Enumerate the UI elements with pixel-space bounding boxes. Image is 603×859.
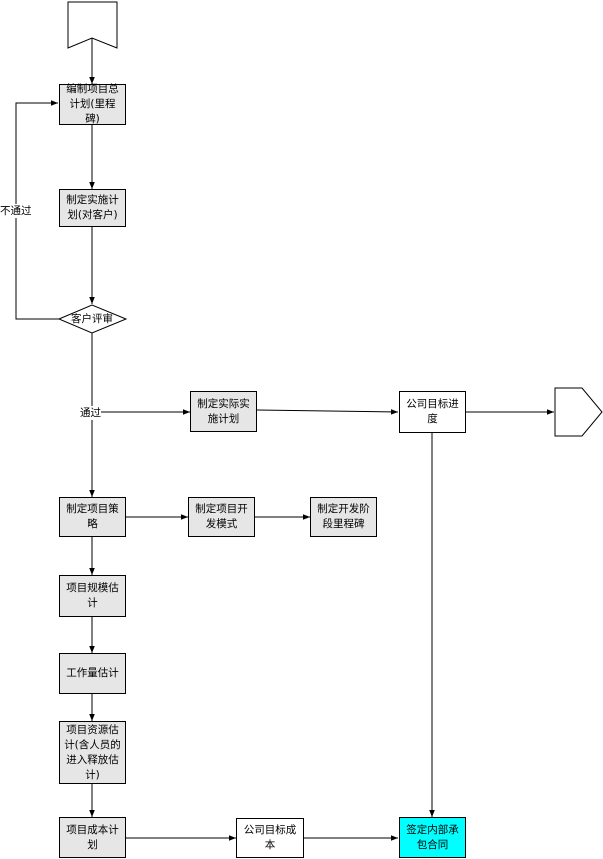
end-connector	[554, 387, 603, 437]
node-scale-estimate: 项目规模估 计	[59, 575, 126, 617]
node-company-schedule: 公司目标进 度	[399, 391, 466, 433]
edge-label-fail: 不通过	[0, 204, 32, 218]
start-connector	[67, 1, 118, 49]
node-dev-mode: 制定项目开 发模式	[188, 497, 255, 537]
node-internal-contract: 签定内部承 包合同	[399, 817, 466, 858]
node-client-review-label: 客户评审	[71, 313, 113, 325]
node-cost-plan: 项目成本计 划	[59, 817, 126, 858]
node-impl-plan-client: 制定实施计 划(对客户)	[59, 189, 126, 227]
node-company-cost: 公司目标成 本	[236, 818, 304, 858]
node-resource-estimate: 项目资源估 计(含人员的 进入释放估 计)	[59, 721, 126, 784]
node-project-strategy: 制定项目策 略	[59, 497, 126, 537]
node-workload-estimate: 工作量估计	[59, 653, 126, 694]
node-dev-milestones: 制定开发阶 段里程碑	[310, 497, 377, 537]
edge-actualplan-to-schedule	[256, 409, 399, 415]
edge-label-pass: 通过	[80, 406, 101, 420]
connector-lines	[15, 38, 554, 841]
node-milestone-plan: 编制项目总 计划(里程碑)	[59, 83, 126, 125]
node-actual-impl-plan: 制定实际实 施计划	[190, 391, 257, 432]
client-review-diamond	[57, 304, 128, 334]
